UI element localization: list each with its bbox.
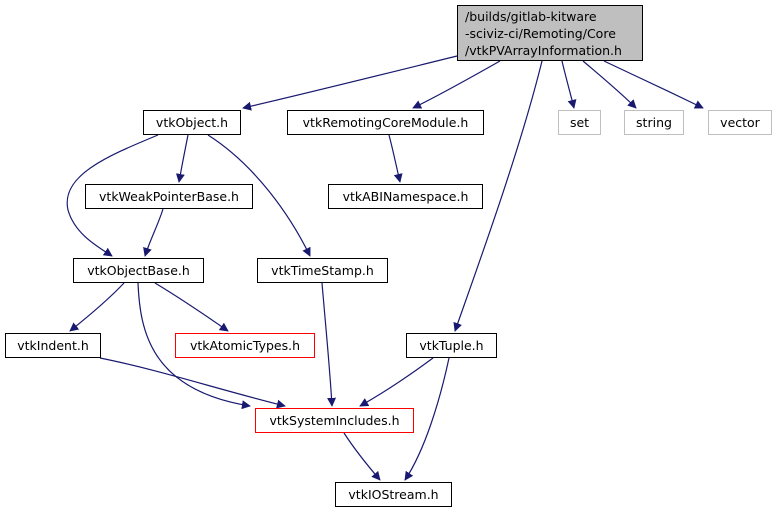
node-vtkiostream[interactable]: vtkIOStream.h [335, 482, 452, 507]
node-label: vector [720, 115, 760, 130]
edge-root-to-vtktuple [453, 60, 543, 332]
node-vtktimestamp[interactable]: vtkTimeStamp.h [257, 258, 388, 283]
node-vector: vector [708, 110, 772, 135]
edge-vtkobject-to-vtkweakpointerbase [175, 134, 189, 183]
edge-vtkobjectbase-to-vtkatomictypes [154, 282, 229, 332]
node-label: set [569, 115, 590, 130]
node-vtkobject[interactable]: vtkObject.h [143, 110, 241, 135]
node-label: vtkRemotingCoreModule.h [302, 115, 469, 130]
node-vtkobjectbase[interactable]: vtkObjectBase.h [73, 258, 204, 283]
edge-vtkweakpointerbase-to-vtkobjectbase [143, 208, 164, 257]
node-label: vtkTuple.h [419, 338, 484, 353]
node-label: vtkWeakPointerBase.h [99, 189, 239, 204]
edge-vtkobjectbase-to-vtksystemincludes [137, 282, 251, 410]
edges-layer [66, 55, 704, 481]
node-vtktuple[interactable]: vtkTuple.h [406, 333, 497, 358]
edge-root-to-vtkobject [242, 55, 458, 111]
node-vtkabinamespace[interactable]: vtkABINamespace.h [328, 184, 483, 209]
edge-vtkobject-to-vtkobjectbase [66, 134, 159, 257]
edge-root-to-string [582, 60, 637, 109]
node-set: set [558, 110, 601, 135]
edge-vtkobject-to-vtktimestamp [207, 134, 311, 257]
node-label: vtkABINamespace.h [342, 189, 469, 204]
node-label: vtkObject.h [155, 115, 229, 130]
node-label: vtkObjectBase.h [87, 263, 190, 278]
edge-vtksystemincludes-to-vtkiostream [343, 432, 381, 481]
edge-vtkremotingcoremodule-to-vtkabinamespace [388, 134, 403, 183]
edge-vtktuple-to-vtksystemincludes [359, 357, 434, 407]
node-vtkremotingcoremodule[interactable]: vtkRemotingCoreModule.h [287, 110, 484, 135]
node-vtkatomictypes[interactable]: vtkAtomicTypes.h [175, 333, 315, 358]
node-string: string [624, 110, 684, 135]
root-path-line-3: /vtkPVArrayInformation.h [465, 42, 622, 58]
node-label: vtkSystemIncludes.h [269, 413, 400, 428]
node-label: string [636, 115, 672, 130]
root-path-line-2: -sciviz-ci/Remoting/Core [465, 25, 616, 41]
edge-root-to-vector [603, 60, 704, 109]
edge-vtktimestamp-to-vtksystemincludes [321, 282, 337, 407]
node-vtkindent[interactable]: vtkIndent.h [5, 333, 101, 358]
node-vtksystemincludes[interactable]: vtkSystemIncludes.h [255, 408, 414, 433]
edge-vtktuple-to-vtkiostream [404, 357, 450, 481]
node-label: vtkIndent.h [17, 338, 89, 353]
node-label: vtkAtomicTypes.h [189, 338, 301, 353]
node-vtkweakpointerbase[interactable]: vtkWeakPointerBase.h [85, 184, 253, 209]
edge-vtkobjectbase-to-vtkindent [69, 282, 125, 332]
node-label: vtkIOStream.h [348, 487, 439, 502]
node-label: vtkTimeStamp.h [271, 263, 374, 278]
root-path-line-1: /builds/gitlab-kitware [465, 8, 597, 24]
edge-root-to-set [561, 60, 577, 109]
edge-root-to-vtkremotingcoremodule [412, 60, 501, 109]
root-file-node: /builds/gitlab-kitware -sciviz-ci/Remoti… [457, 5, 643, 61]
edge-vtkindent-to-vtksystemincludes [99, 357, 286, 409]
